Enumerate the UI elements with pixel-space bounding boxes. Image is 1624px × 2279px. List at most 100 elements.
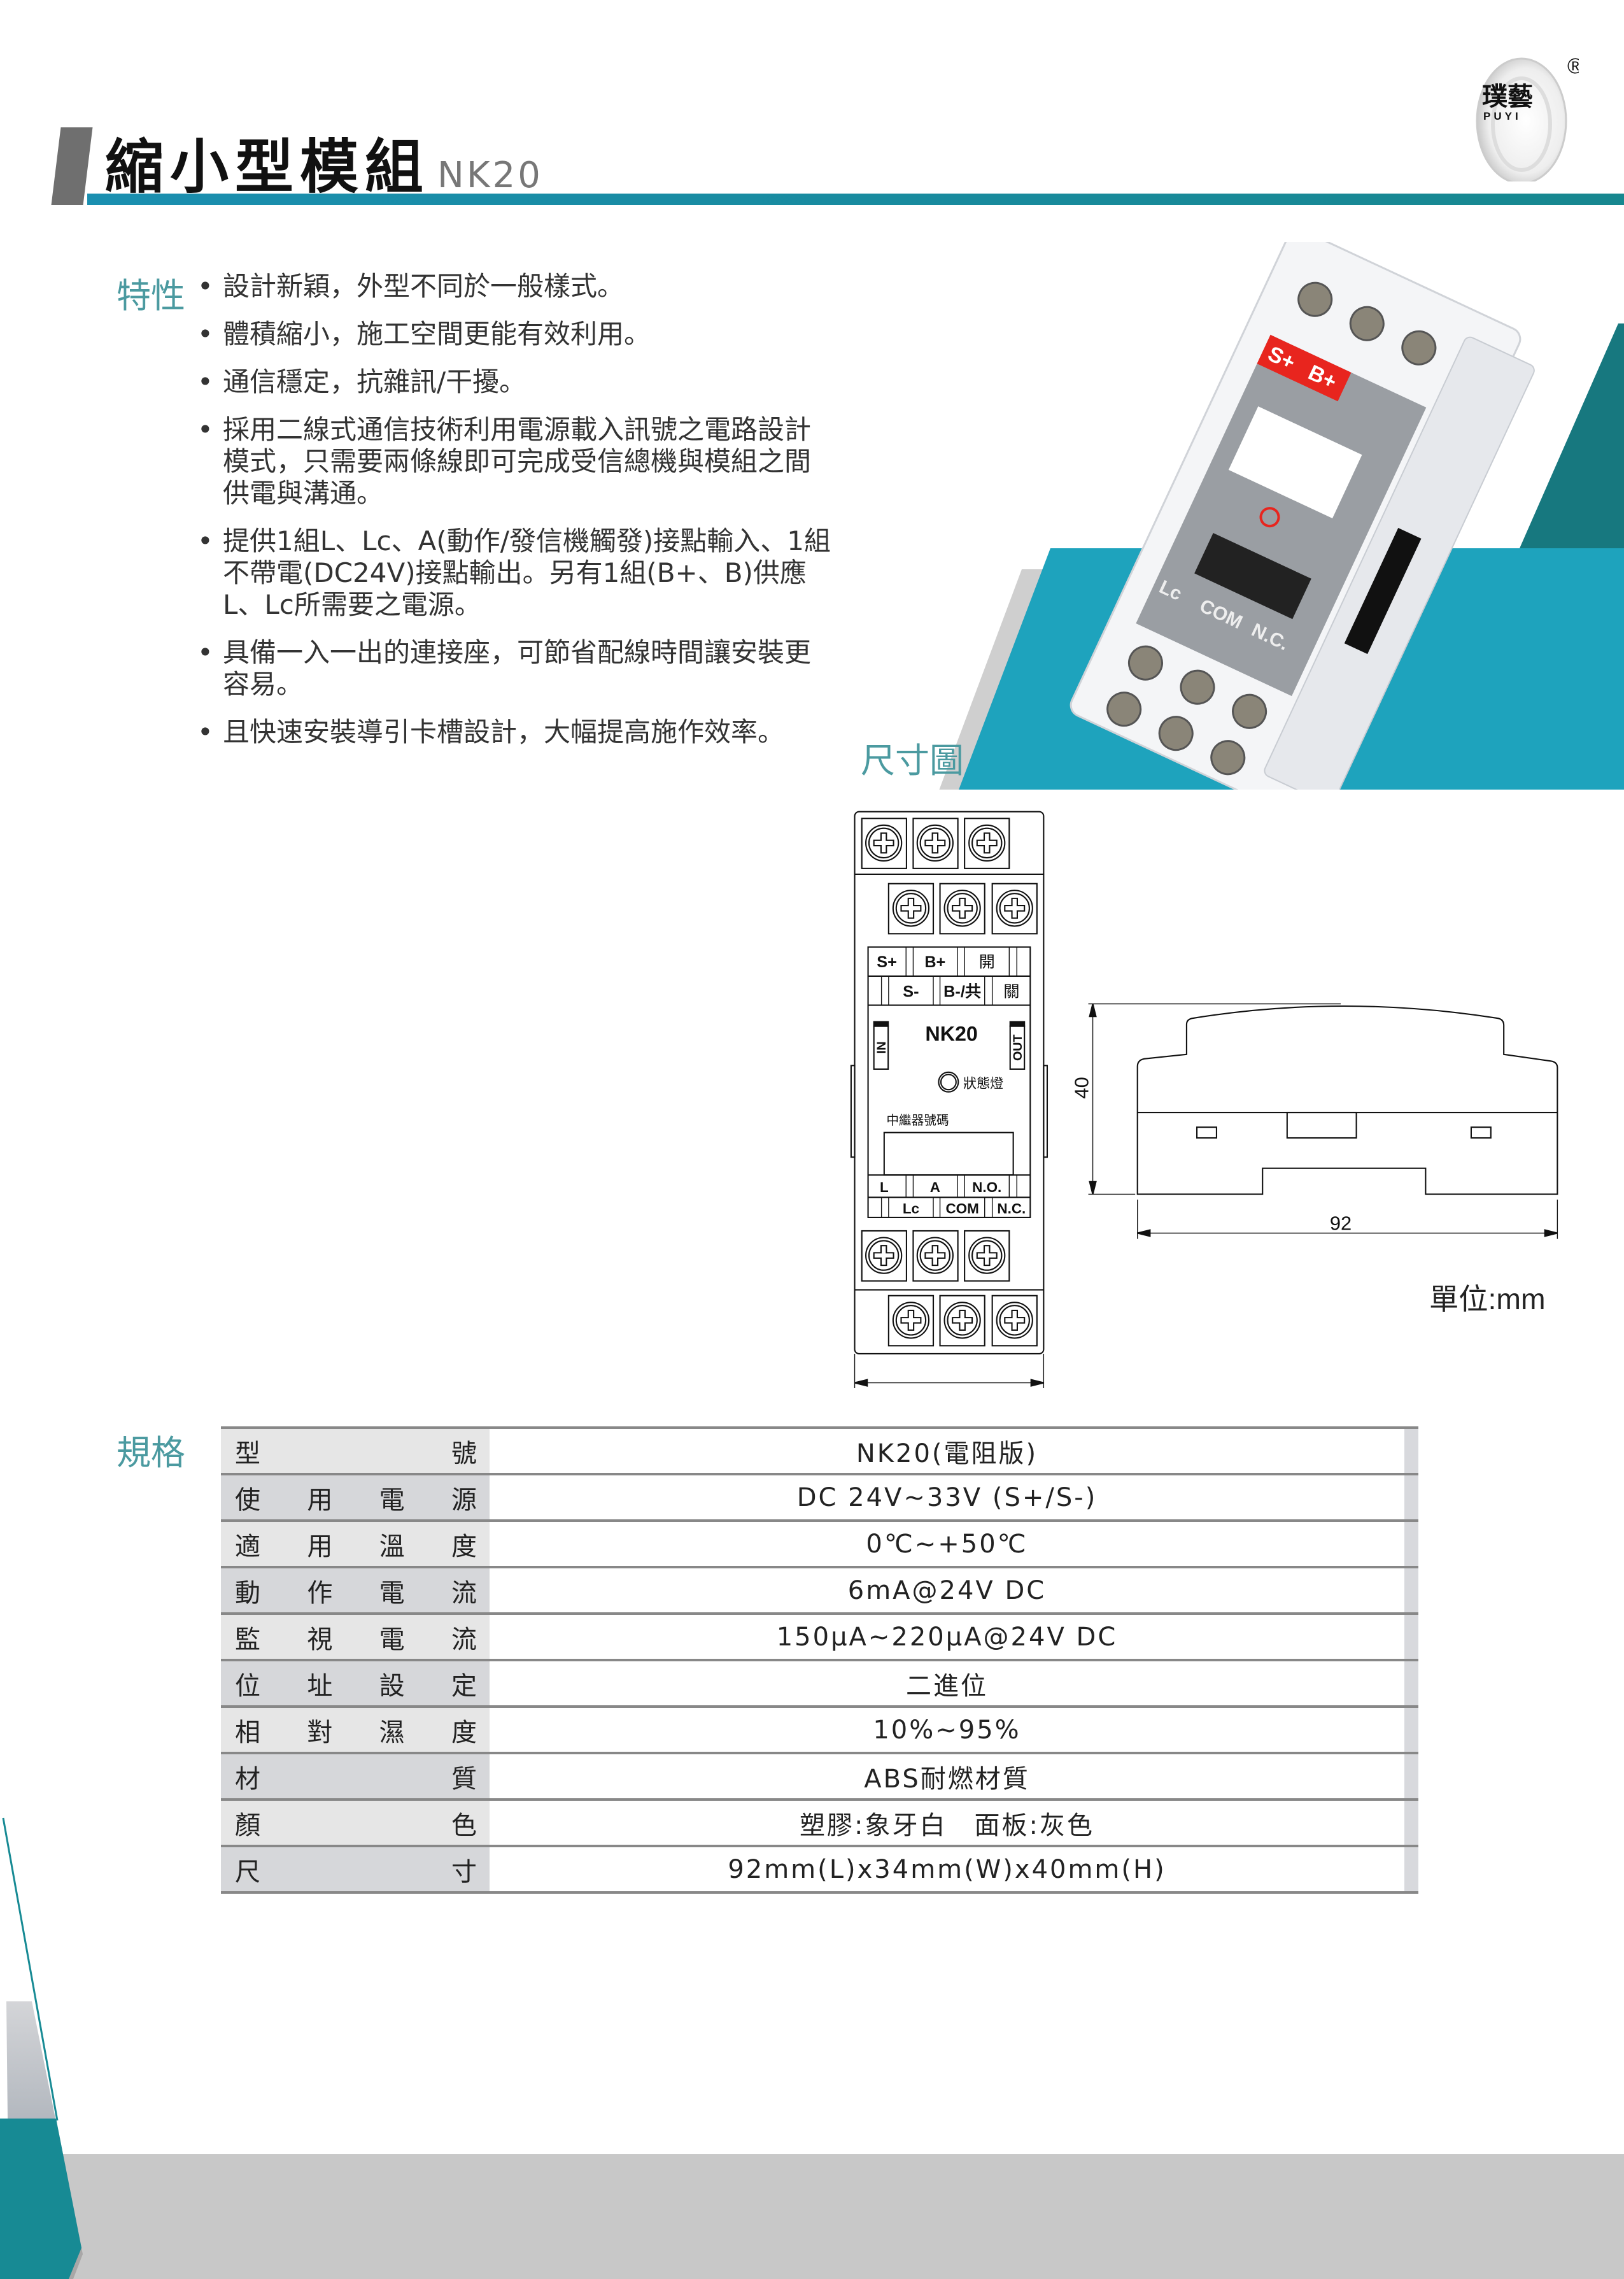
- spec-value-cell: 150μA~220μA@24V DC: [776, 1622, 1118, 1652]
- label-relay-number: 中繼器號碼: [886, 1114, 949, 1128]
- logo-ring: [1491, 76, 1552, 172]
- spec-label-char: 流: [451, 1624, 477, 1654]
- spec-label-char: 源: [451, 1485, 477, 1515]
- terminal-block: [887, 883, 935, 935]
- spec-label-cell: 顏色: [221, 1801, 490, 1845]
- terminal-block: [887, 1295, 935, 1347]
- spec-label-char: 位: [235, 1671, 260, 1701]
- features-label: 特性: [117, 276, 185, 316]
- label-no: N.O.: [972, 1179, 1001, 1195]
- screw-cross-icon: [1004, 1309, 1026, 1331]
- unit-label: 單位:mm: [1429, 1282, 1546, 1316]
- screw-cross-icon: [952, 897, 973, 919]
- screw-icon: [968, 1237, 1006, 1274]
- feature-text: 且快速安裝導引卡槽設計，大幅提高施作效率。: [223, 716, 785, 748]
- screw-cross-icon: [900, 897, 922, 919]
- drawing-model-label: NK20: [925, 1023, 978, 1046]
- spec-label-char: 對: [307, 1717, 333, 1747]
- label-status-led: 狀態燈: [963, 1076, 1003, 1091]
- screw-icon: [916, 1237, 954, 1274]
- terminal-screws: [861, 818, 1038, 1347]
- spec-label-char: 用: [307, 1531, 333, 1561]
- feature-item: •具備一入一出的連接座，可節省配線時間讓安裝更容易。: [197, 637, 834, 700]
- spec-label-cell: 適用溫度: [221, 1522, 490, 1566]
- spec-label-char: 使: [235, 1485, 260, 1515]
- spec-label-char: 電: [379, 1485, 405, 1515]
- spec-label-cell: 型號: [221, 1429, 490, 1473]
- screw-icon: [947, 893, 978, 924]
- logo-latin: PUYI: [1483, 110, 1522, 122]
- logo-name: 璞藝: [1482, 83, 1533, 111]
- spec-label-cell: 位址設定: [221, 1661, 490, 1705]
- terminal-block: [861, 818, 907, 869]
- teal-diagonal-line: [2, 1817, 59, 2121]
- screw-icon: [868, 827, 900, 859]
- label-com: COM: [945, 1201, 978, 1217]
- spec-value-cell: 92mm(L)x34mm(W)x40mm(H): [728, 1854, 1166, 1884]
- terminal-block: [964, 818, 1010, 869]
- spec-value-cell: 塑膠:象牙白 面板:灰色: [800, 1810, 1094, 1840]
- spec-label-char: 材: [235, 1764, 260, 1794]
- spec-value-cell: NK20(電阻版): [856, 1438, 1038, 1468]
- terminal-block: [991, 1295, 1038, 1347]
- bottom-gray-block: [6, 2001, 55, 2119]
- spec-label-cell: 監視電流: [221, 1615, 490, 1659]
- screw-cross-icon: [976, 1245, 998, 1267]
- label-b-minus-common: B-/共: [943, 983, 981, 1000]
- table-row: 顏色 塑膠:象牙白 面板:灰色: [221, 1801, 1418, 1847]
- screw-icon: [971, 827, 1003, 859]
- label-l: L: [880, 1179, 889, 1195]
- bullet: •: [197, 525, 213, 557]
- label-s-plus: S+: [877, 953, 897, 971]
- label-a: A: [930, 1179, 940, 1195]
- features-list: •設計新穎，外型不同於一般樣式。 •體積縮小，施工空間更能有效利用。 •通信穩定…: [197, 271, 834, 764]
- spec-label-char: 顏: [235, 1810, 260, 1840]
- feature-text: 採用二線式通信技術利用電源載入訊號之電路設計模式，只需要兩條線即可完成受信總機與…: [223, 414, 812, 509]
- spec-value-cell: 二進位: [906, 1671, 988, 1701]
- spec-label-cell: 尺寸: [221, 1847, 490, 1891]
- label-out: OUT: [1011, 1035, 1025, 1061]
- front-view: [850, 811, 1049, 1388]
- spec-label-cell: 相對濕度: [221, 1708, 490, 1752]
- feature-item: •設計新穎，外型不同於一般樣式。: [197, 271, 834, 302]
- spec-label-char: 濕: [379, 1717, 405, 1747]
- spec-label-char: 定: [451, 1671, 477, 1701]
- spec-label-char: 視: [307, 1624, 333, 1654]
- label-close: 關: [1003, 983, 1019, 1000]
- screw-icon: [943, 1302, 981, 1339]
- screw-cross-icon: [900, 1309, 922, 1331]
- registered-mark: ®: [1567, 54, 1579, 78]
- spec-label-char: 適: [235, 1531, 260, 1561]
- spec-label-cell: 材質: [221, 1754, 490, 1798]
- table-row: 位址設定 二進位: [221, 1661, 1418, 1708]
- spec-label-char: 監: [235, 1624, 260, 1654]
- spec-label-char: 相: [235, 1717, 260, 1747]
- bullet: •: [197, 414, 213, 445]
- screw-cross-icon: [924, 832, 946, 854]
- screw-icon: [943, 890, 981, 927]
- spec-label-char: 溫: [379, 1531, 405, 1561]
- feature-item: •體積縮小，施工空間更能有效利用。: [197, 318, 834, 350]
- bullet: •: [197, 366, 213, 397]
- spec-label-char: 作: [307, 1578, 333, 1608]
- terminal-block: [912, 1230, 959, 1282]
- screw-icon: [919, 1240, 951, 1271]
- label-b-plus: B+: [924, 953, 945, 971]
- terminal-block: [939, 883, 985, 935]
- feature-item: •且快速安裝導引卡槽設計，大幅提高施作效率。: [197, 716, 834, 748]
- feature-item: •通信穩定，抗雜訊/干擾。: [197, 366, 834, 398]
- terminal-block: [912, 818, 959, 869]
- side-view: [1088, 1003, 1558, 1239]
- terminal-block: [861, 1230, 907, 1282]
- bullet: •: [197, 318, 213, 350]
- device-image: S+ B+ Lc COM N.C.: [1070, 242, 1535, 790]
- side-body-outline: [1136, 1005, 1558, 1195]
- terminal-block: [991, 883, 1038, 935]
- screw-icon: [865, 824, 903, 862]
- spec-label-char: 電: [379, 1578, 405, 1608]
- screw-icon: [996, 1302, 1033, 1339]
- spec-value-cell: DC 24V~33V (S+/S-): [796, 1482, 1098, 1512]
- screw-icon: [947, 1305, 978, 1336]
- label-nc: N.C.: [997, 1201, 1026, 1217]
